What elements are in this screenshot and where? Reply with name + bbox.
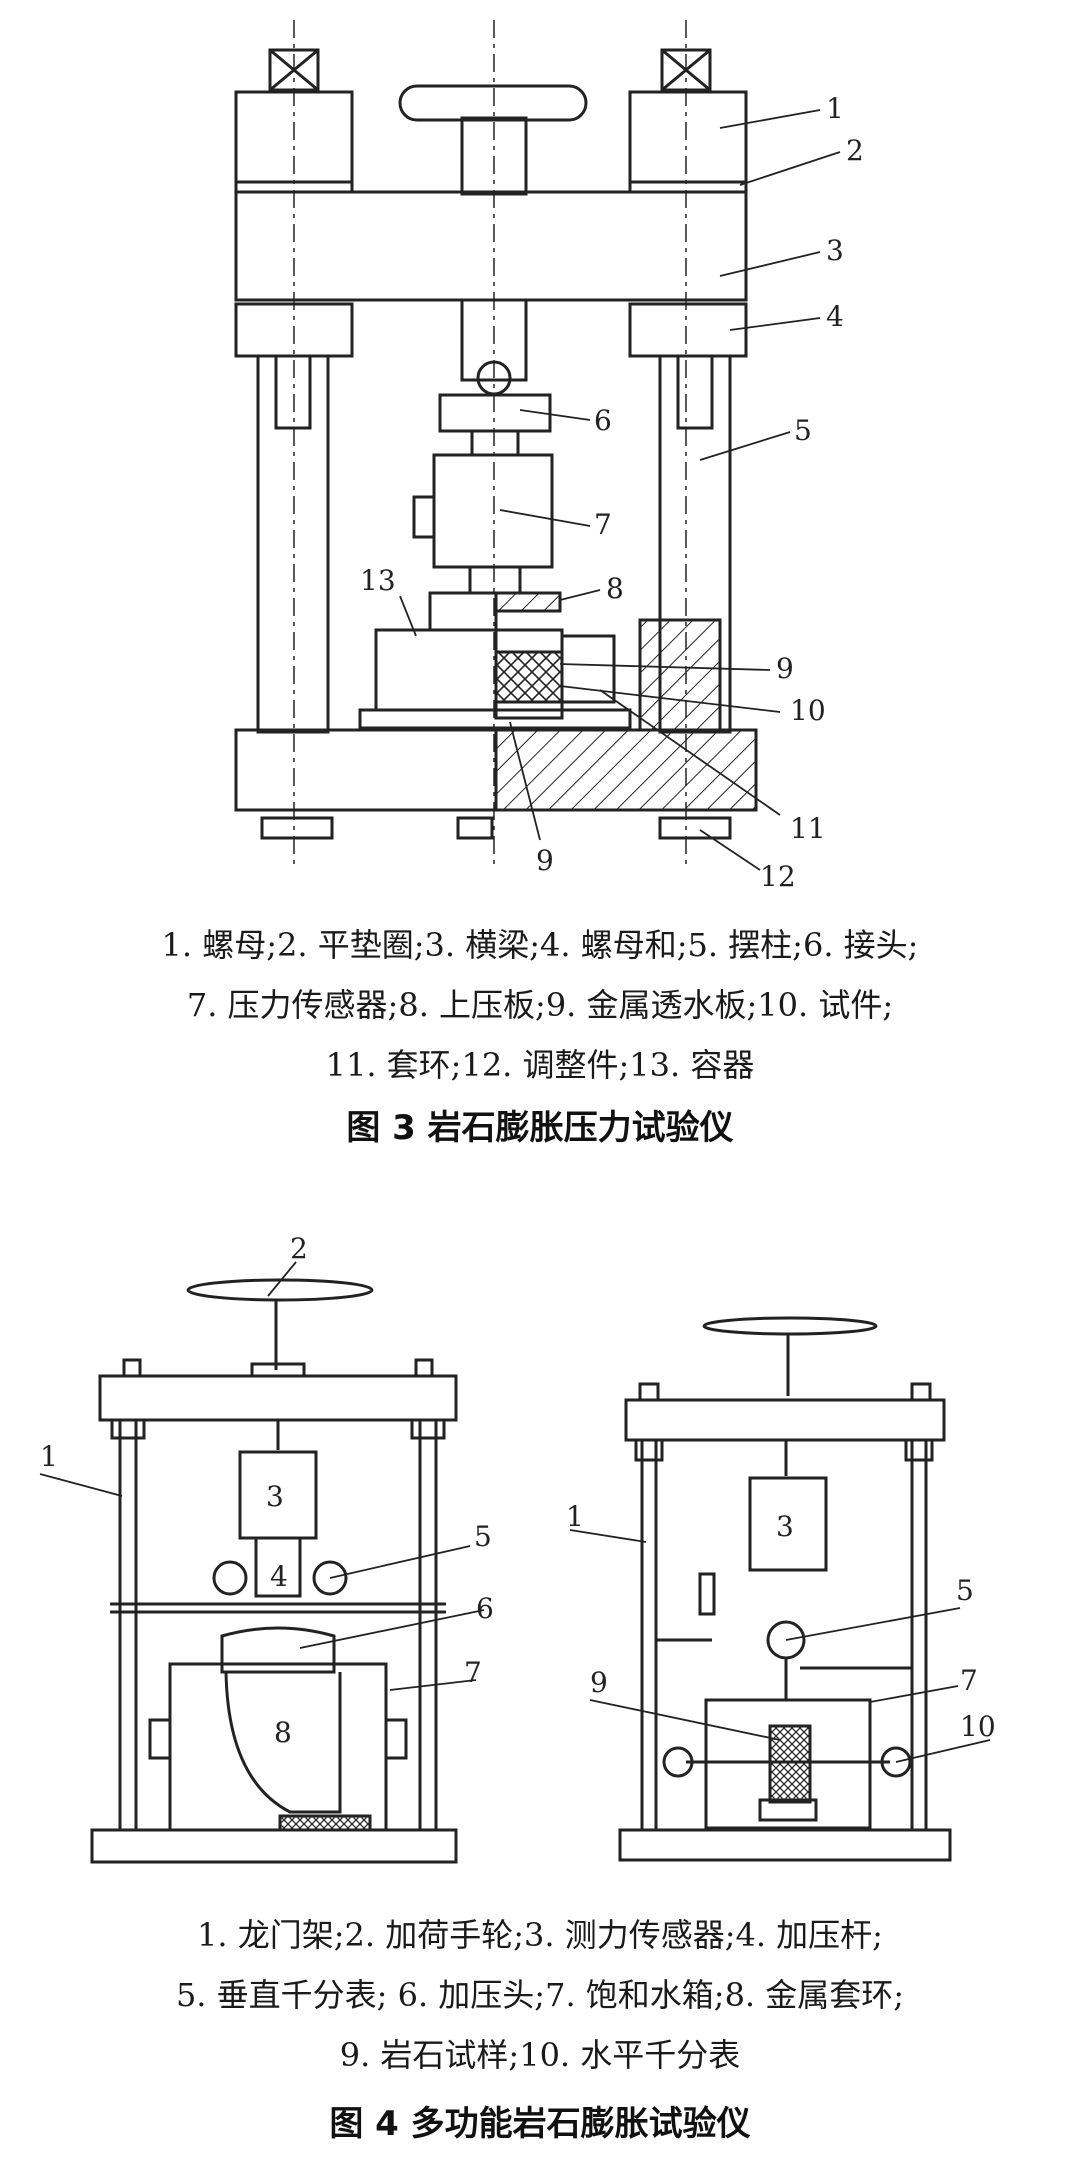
right-rock-specimen	[768, 1724, 812, 1804]
fig3-label-6: 6	[594, 404, 612, 437]
fig3-label-12: 12	[760, 860, 796, 893]
left-gantry-beam	[98, 1374, 458, 1422]
fig3-label-9: 9	[776, 652, 794, 685]
fig3-label-7: 7	[594, 508, 612, 541]
fig4-left-label-7: 7	[464, 1656, 482, 1689]
fig3-label-8: 8	[606, 572, 624, 605]
fig3-caption-line-2: 7. 压力传感器;8. 上压板;9. 金属透水板;10. 试件;	[186, 986, 894, 1024]
fig3-caption-line-3: 11. 套环;12. 调整件;13. 容器	[325, 1046, 755, 1084]
fig4-left-label-3: 3	[266, 1480, 284, 1513]
fig3-label-3: 3	[826, 234, 844, 267]
fig3-label-2: 2	[846, 134, 864, 167]
left-load-cell	[238, 1450, 318, 1540]
right-nut-4	[628, 302, 748, 358]
specimen	[494, 650, 564, 704]
fig4-right-label-5: 5	[956, 1574, 974, 1607]
fig4-right-label-10: 10	[960, 1710, 996, 1743]
right-load-cell	[748, 1476, 828, 1572]
fig3-label-4: 4	[826, 300, 844, 333]
fig4-left-label-5: 5	[474, 1520, 492, 1553]
left-column	[256, 354, 330, 734]
fig3-label-13: 13	[360, 564, 396, 597]
fig4-right-label-3: 3	[776, 1510, 794, 1543]
right-nut-1	[628, 90, 748, 184]
left-water-tank	[168, 1662, 388, 1832]
fig4-caption-line-1: 1. 龙门架;2. 加荷手轮;3. 测力传感器;4. 加压杆;	[197, 1916, 883, 1954]
figure3-diagram: 1 2 3 4 5 6 7 8 9 10 11 12 13 9	[234, 20, 864, 893]
fig3-caption-line-1: 1. 螺母;2. 平垫圈;3. 横梁;4. 螺母和;5. 摆柱;6. 接头;	[161, 926, 919, 964]
fig4-left-label-4: 4	[270, 1560, 288, 1593]
fig4-left-label-2: 2	[290, 1232, 308, 1265]
fig4-left-label-6: 6	[476, 1592, 494, 1625]
fig3-label-10: 10	[790, 694, 826, 727]
container	[374, 628, 498, 712]
fig3-label-1: 1	[826, 92, 844, 125]
fig3-label-9b: 9	[536, 844, 554, 877]
fig4-right-label-7: 7	[960, 1664, 978, 1697]
fig3-label-11: 11	[790, 812, 826, 845]
joint	[438, 393, 552, 433]
fig4-right-label-9: 9	[590, 1666, 608, 1699]
fig4-left-label-8: 8	[274, 1716, 292, 1749]
fig4-left-label-1: 1	[40, 1440, 58, 1473]
crossbeam	[234, 190, 748, 302]
right-water-tank	[704, 1698, 872, 1830]
fig4-caption-line-3: 9. 岩石试样;10. 水平千分表	[339, 2036, 741, 2074]
fig4-title: 图 4 多功能岩石膨胀试验仪	[329, 2104, 751, 2144]
fig4-caption-line-2: 5. 垂直千分表; 6. 加压头;7. 饱和水箱;8. 金属套环;	[175, 1976, 905, 2014]
right-gantry-beam	[624, 1398, 946, 1442]
pressure-sensor	[432, 453, 554, 569]
fig3-label-5: 5	[794, 414, 812, 447]
fig4-right-label-1: 1	[566, 1500, 584, 1533]
fig3-title: 图 3 岩石膨胀压力试验仪	[346, 1108, 734, 1148]
